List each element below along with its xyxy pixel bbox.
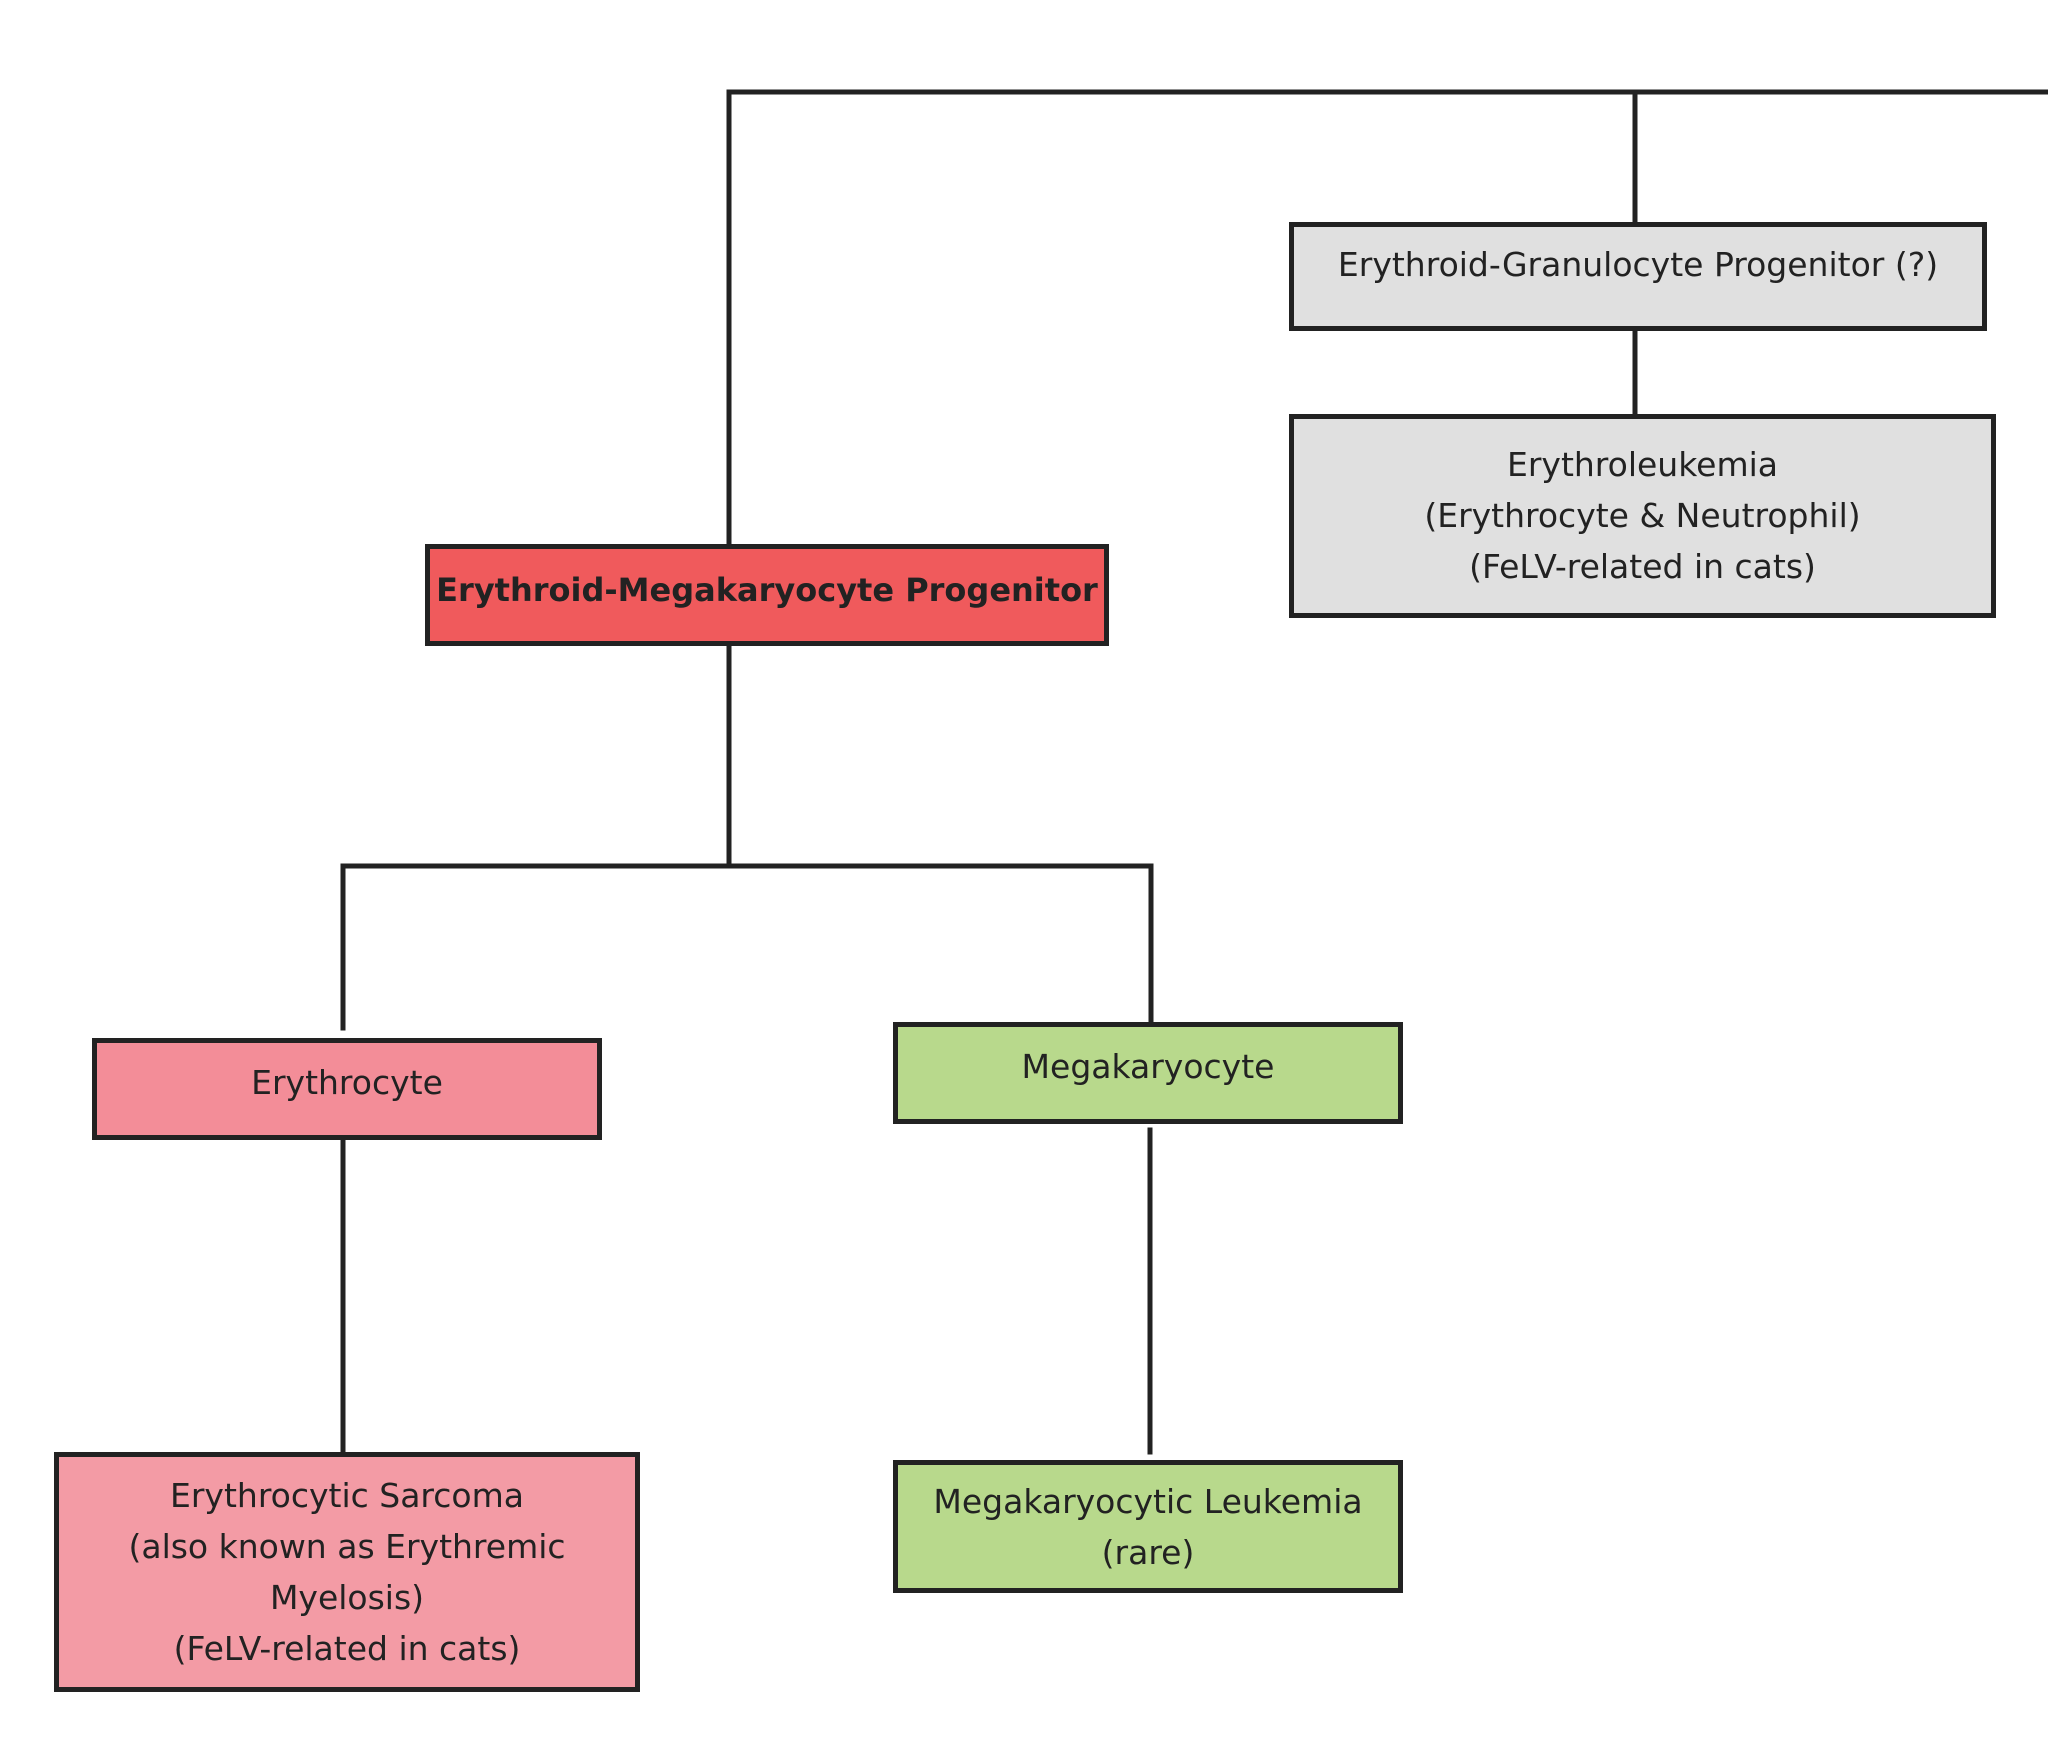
node-label-line: Megakaryocyte [1021, 1047, 1275, 1086]
erythroid-granulocyte-progenitor-node: Erythroid-Granulocyte Progenitor (?) [1289, 222, 1987, 331]
erythrocytic-sarcoma-node: Erythrocytic Sarcoma (also known as Eryth… [54, 1452, 640, 1692]
node-label-line: Megakaryocytic Leukemia [933, 1481, 1363, 1521]
node-label-line: (FeLV-related in cats) [1469, 547, 1816, 586]
erythroleukemia-node: Erythroleukemia (Erythrocyte & Neutrophil… [1289, 414, 1996, 618]
node-label-line: (Erythrocyte & Neutrophil) [1424, 496, 1861, 535]
node-label-line: (rare) [1101, 1532, 1195, 1572]
connector-split-to-erythrocyte [340, 863, 1154, 1035]
node-label-line: Erythroid-Megakaryocyte Progenitor [436, 571, 1098, 609]
node-label-line: Erythroid-Granulocyte Progenitor (?) [1337, 245, 1939, 284]
node-label-line: (FeLV-related in cats) [173, 1629, 521, 1668]
megakaryocyte-node: Megakaryocyte [893, 1022, 1403, 1124]
megakaryocytic-leukemia-node: Megakaryocytic Leukemia (rare) [893, 1460, 1403, 1593]
erythrocyte-node: Erythrocyte [92, 1038, 602, 1140]
connector-top-bus [726, 89, 2048, 547]
node-label-line: (also known as Erythremic [128, 1527, 566, 1566]
node-label-line: Erythrocytic Sarcoma [170, 1476, 524, 1515]
erythroid-megakaryocyte-progenitor-node: Erythroid-Megakaryocyte Progenitor [425, 544, 1109, 646]
node-label-line: Myelosis) [269, 1578, 425, 1617]
node-label-line: Erythrocyte [251, 1063, 443, 1102]
node-label-line: Erythroleukemia [1507, 445, 1778, 484]
